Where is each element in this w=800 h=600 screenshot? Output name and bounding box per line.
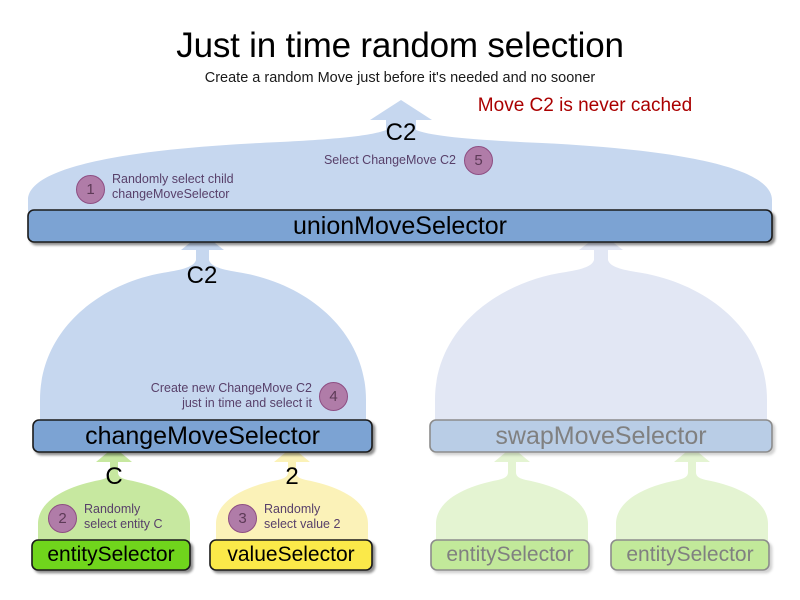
entity-selector-left-move-label: C bbox=[105, 463, 123, 490]
union-move-label: C2 bbox=[385, 119, 417, 146]
union-move-selector-box[interactable] bbox=[27, 209, 773, 243]
change-move-selector-label: changeMoveSelector bbox=[85, 421, 320, 450]
step-4-line-2: just in time and select it bbox=[182, 396, 312, 410]
change-move-selector-arrow bbox=[40, 233, 366, 422]
entity-selector-swap-a-box[interactable] bbox=[430, 539, 590, 571]
swap-move-selector-box[interactable] bbox=[429, 419, 773, 453]
step-1-line-1: Randomly select child bbox=[112, 172, 234, 186]
union-move-selector-arrow bbox=[28, 100, 772, 212]
value-selector-label: valueSelector bbox=[227, 543, 355, 566]
step-5-line-1: Select ChangeMove C2 bbox=[323, 153, 456, 167]
step-badge-2: 2 bbox=[48, 504, 77, 533]
never-cached-note: Move C2 is never cached bbox=[477, 95, 693, 116]
swap-move-selector-label: swapMoveSelector bbox=[495, 421, 707, 450]
page-subtitle: Create a random Move just before it's ne… bbox=[204, 70, 596, 86]
entity-selector-swap-a-arrow bbox=[436, 447, 588, 542]
step-badge-5: 5 bbox=[464, 146, 493, 175]
change-move-label: C2 bbox=[186, 262, 218, 289]
step-2-line-1: Randomly bbox=[84, 502, 141, 516]
step-badge-4: 4 bbox=[319, 382, 348, 411]
entity-selector-left-box[interactable] bbox=[31, 539, 191, 571]
step-badge-1: 1 bbox=[76, 175, 105, 204]
step-3-line-1: Randomly bbox=[264, 502, 321, 516]
entity-selector-left-label: entitySelector bbox=[47, 543, 175, 566]
step-4-line-1: Create new ChangeMove C2 bbox=[150, 381, 312, 395]
step-1-line-2: changeMoveSelector bbox=[112, 187, 230, 201]
entity-selector-swap-b-arrow bbox=[616, 447, 768, 542]
change-move-selector-box[interactable] bbox=[32, 419, 373, 453]
swap-move-selector-arrow bbox=[435, 233, 767, 422]
union-move-selector-label: unionMoveSelector bbox=[292, 211, 507, 240]
entity-selector-swap-a-label: entitySelector bbox=[446, 543, 574, 566]
entity-selector-swap-b-box[interactable] bbox=[610, 539, 770, 571]
step-badge-3: 3 bbox=[228, 504, 257, 533]
step-2-line-2: select entity C bbox=[84, 517, 163, 531]
entity-selector-swap-b-label: entitySelector bbox=[626, 543, 754, 566]
value-selector-box[interactable] bbox=[209, 539, 373, 571]
value-selector-move-label: 2 bbox=[285, 463, 299, 490]
page-title: Just in time random selection bbox=[176, 26, 624, 65]
step-3-line-2: select value 2 bbox=[264, 517, 341, 531]
